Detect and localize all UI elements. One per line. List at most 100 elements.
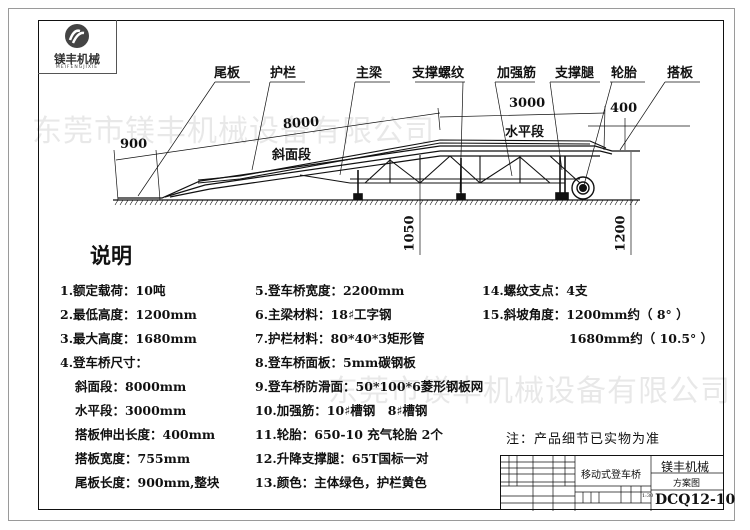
hatch-mark xyxy=(379,199,384,206)
hatch-mark xyxy=(494,199,499,206)
hatch-mark xyxy=(194,199,199,206)
hatch-mark xyxy=(584,199,589,206)
title-block-grid xyxy=(501,456,724,511)
hatch-mark xyxy=(509,199,514,206)
hatch-mark xyxy=(174,199,179,206)
support-legs xyxy=(353,156,569,200)
hatch-mark xyxy=(249,199,254,206)
hatch-mark xyxy=(419,199,424,206)
hatch-mark xyxy=(259,199,264,206)
hatch-mark xyxy=(304,199,309,206)
hatch-mark xyxy=(384,199,389,206)
hatch-mark xyxy=(219,199,224,206)
hatch-mark xyxy=(429,199,434,206)
hatch-mark xyxy=(149,199,154,206)
hatch-mark xyxy=(554,199,559,206)
label-support-screw: 支撑螺纹 xyxy=(412,66,465,81)
hatch-mark xyxy=(214,199,219,206)
spec-item: 12.升降支撑腿：65T国标一对 xyxy=(255,451,429,466)
spec-item: 10.加强筋：10♯槽钢 8♯槽钢 xyxy=(255,403,428,418)
hatch-mark xyxy=(229,199,234,206)
spec-item: 搭板伸出长度：400mm xyxy=(75,427,216,442)
label-support-leg: 支撑腿 xyxy=(555,66,595,81)
hatch-mark xyxy=(204,199,209,206)
dim-lip: 400 xyxy=(610,101,638,116)
hatch-mark xyxy=(119,199,124,206)
spec-item: 5.登车桥宽度：2200mm xyxy=(255,283,405,298)
hatch-mark xyxy=(244,199,249,206)
hatch-mark xyxy=(544,199,549,206)
hatch-mark xyxy=(424,199,429,206)
hatch-mark xyxy=(549,199,554,206)
hatch-mark xyxy=(364,199,369,206)
hatch-mark xyxy=(169,199,174,206)
hatch-mark xyxy=(394,199,399,206)
hatch-mark xyxy=(579,199,584,206)
hatch-mark xyxy=(444,199,449,206)
spec-item: 水平段：3000mm xyxy=(75,403,187,418)
watermark-bottom: 东莞市镁丰机械设备有限公司 xyxy=(328,374,731,409)
label-tire: 轮胎 xyxy=(611,66,638,81)
drawing-frame xyxy=(38,20,724,510)
hatch-mark xyxy=(154,199,159,206)
spec-item: 14.螺纹支点：4支 xyxy=(482,283,588,298)
hatch-mark xyxy=(484,199,489,206)
label-main-beam: 主梁 xyxy=(356,66,383,81)
spec-item: 3.最大高度：1680mm xyxy=(60,331,197,346)
logo-name-en: MEIFENGJIXIE xyxy=(55,65,99,70)
dimension-lines xyxy=(113,105,690,255)
spec-item: 搭板宽度：755mm xyxy=(75,451,191,466)
hatch-mark xyxy=(489,199,494,206)
spec-item: 7.护栏材料：80*40*3矩形管 xyxy=(255,331,425,346)
scale: 1:30 xyxy=(642,493,654,499)
hatching xyxy=(114,199,639,206)
hatch-mark xyxy=(159,199,164,206)
hatch-mark xyxy=(569,199,574,206)
hatch-mark xyxy=(124,199,129,206)
dim-slope: 8000 xyxy=(282,114,320,133)
hatch-mark xyxy=(199,199,204,206)
hatch-mark xyxy=(179,199,184,206)
hatch-mark xyxy=(279,199,284,206)
hatch-mark xyxy=(604,199,609,206)
hatch-mark xyxy=(514,199,519,206)
hatch-mark xyxy=(614,199,619,206)
hatch-mark xyxy=(369,199,374,206)
hatch-mark xyxy=(309,199,314,206)
hatch-mark xyxy=(454,199,459,206)
dock-ramp-drawing: /* hatch drawn below */ xyxy=(113,81,700,255)
title-block: 移动式登车桥 镁丰机械 方案图 DCQ12-10 1:30 xyxy=(500,455,735,511)
hatch-mark xyxy=(449,199,454,206)
hatch-mark xyxy=(139,199,144,206)
hatch-mark xyxy=(299,199,304,206)
hatch-mark xyxy=(344,199,349,206)
spec-title: 说明 xyxy=(90,243,132,268)
hatch-mark xyxy=(479,199,484,206)
spec-item: 8.登车桥面板：5mm碳钢板 xyxy=(255,355,416,370)
spec-item: 尾板长度：900mm,整块 xyxy=(75,475,220,490)
hatch-mark xyxy=(189,199,194,206)
hatch-mark xyxy=(574,199,579,206)
hatch-mark xyxy=(349,199,354,206)
spec-item: 1.额定载荷：10吨 xyxy=(60,283,166,298)
hatch-mark xyxy=(359,199,364,206)
hatch-mark xyxy=(354,199,359,206)
hatch-mark xyxy=(269,199,274,206)
hatch-mark xyxy=(619,199,624,206)
spec-item: 15.斜坡角度：1200mm约（ 8° ） xyxy=(482,307,689,322)
hatch-mark xyxy=(264,199,269,206)
hatch-mark xyxy=(114,199,119,206)
hatch-mark xyxy=(329,199,334,206)
drawing-type: 方案图 xyxy=(673,479,701,489)
hatch-mark xyxy=(239,199,244,206)
dim-flat: 3000 xyxy=(509,96,546,111)
hatch-mark xyxy=(129,199,134,206)
hatch-mark xyxy=(409,199,414,206)
hatch-mark xyxy=(464,199,469,206)
hatch-mark xyxy=(589,199,594,206)
dim-height: 1200 xyxy=(613,215,629,252)
hatch-mark xyxy=(274,199,279,206)
hatch-mark xyxy=(334,199,339,206)
spec-item: 4.登车桥尺寸： xyxy=(60,355,149,370)
hatch-mark xyxy=(624,199,629,206)
